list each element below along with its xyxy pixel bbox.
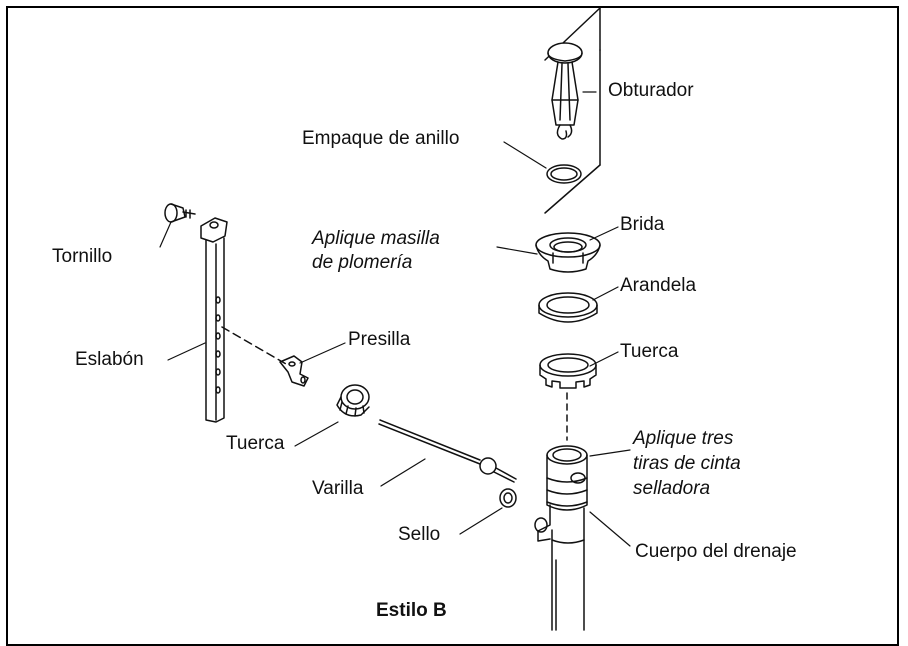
label-varilla: Varilla [312, 478, 364, 499]
strap-clip-dashed-line [221, 326, 287, 365]
stopper-part [547, 42, 583, 140]
label-presilla: Presilla [348, 329, 411, 350]
side-nut-part [336, 384, 370, 417]
o-ring-part [546, 164, 582, 184]
seal-part [499, 488, 517, 508]
flange-part [535, 232, 601, 273]
drain-body-part [534, 445, 588, 631]
label-cuerpo-del-drenaje: Cuerpo del drenaje [635, 541, 797, 562]
thumb-screw-part [164, 203, 196, 223]
label-estilo-b: Estilo B [376, 600, 447, 621]
label-aplique-tres-line2: tiras de cinta [633, 453, 741, 474]
label-brida: Brida [620, 214, 665, 235]
label-aplique-tres-line3: selladora [633, 478, 711, 499]
label-arandela: Arandela [620, 275, 697, 296]
washer-part [538, 292, 598, 323]
clip-part [279, 355, 309, 387]
label-tornillo: Tornillo [52, 246, 113, 267]
top-nut-part [539, 353, 597, 389]
label-tuerca-left: Tuerca [226, 433, 285, 454]
label-tuerca-top: Tuerca [620, 341, 679, 362]
label-obturador: Obturador [608, 80, 694, 101]
rod-part [378, 419, 517, 483]
label-aplique-tres-line1: Aplique tres [633, 428, 734, 449]
label-eslabon: Eslabón [75, 349, 144, 370]
label-aplique-masilla-line2: de plomería [312, 252, 413, 273]
leader-lines [159, 91, 631, 547]
label-empaque-de-anillo: Empaque de anillo [302, 128, 460, 149]
label-sello: Sello [398, 524, 441, 545]
label-aplique-masilla-line1: Aplique masilla [312, 228, 440, 249]
strap-part [200, 217, 228, 423]
